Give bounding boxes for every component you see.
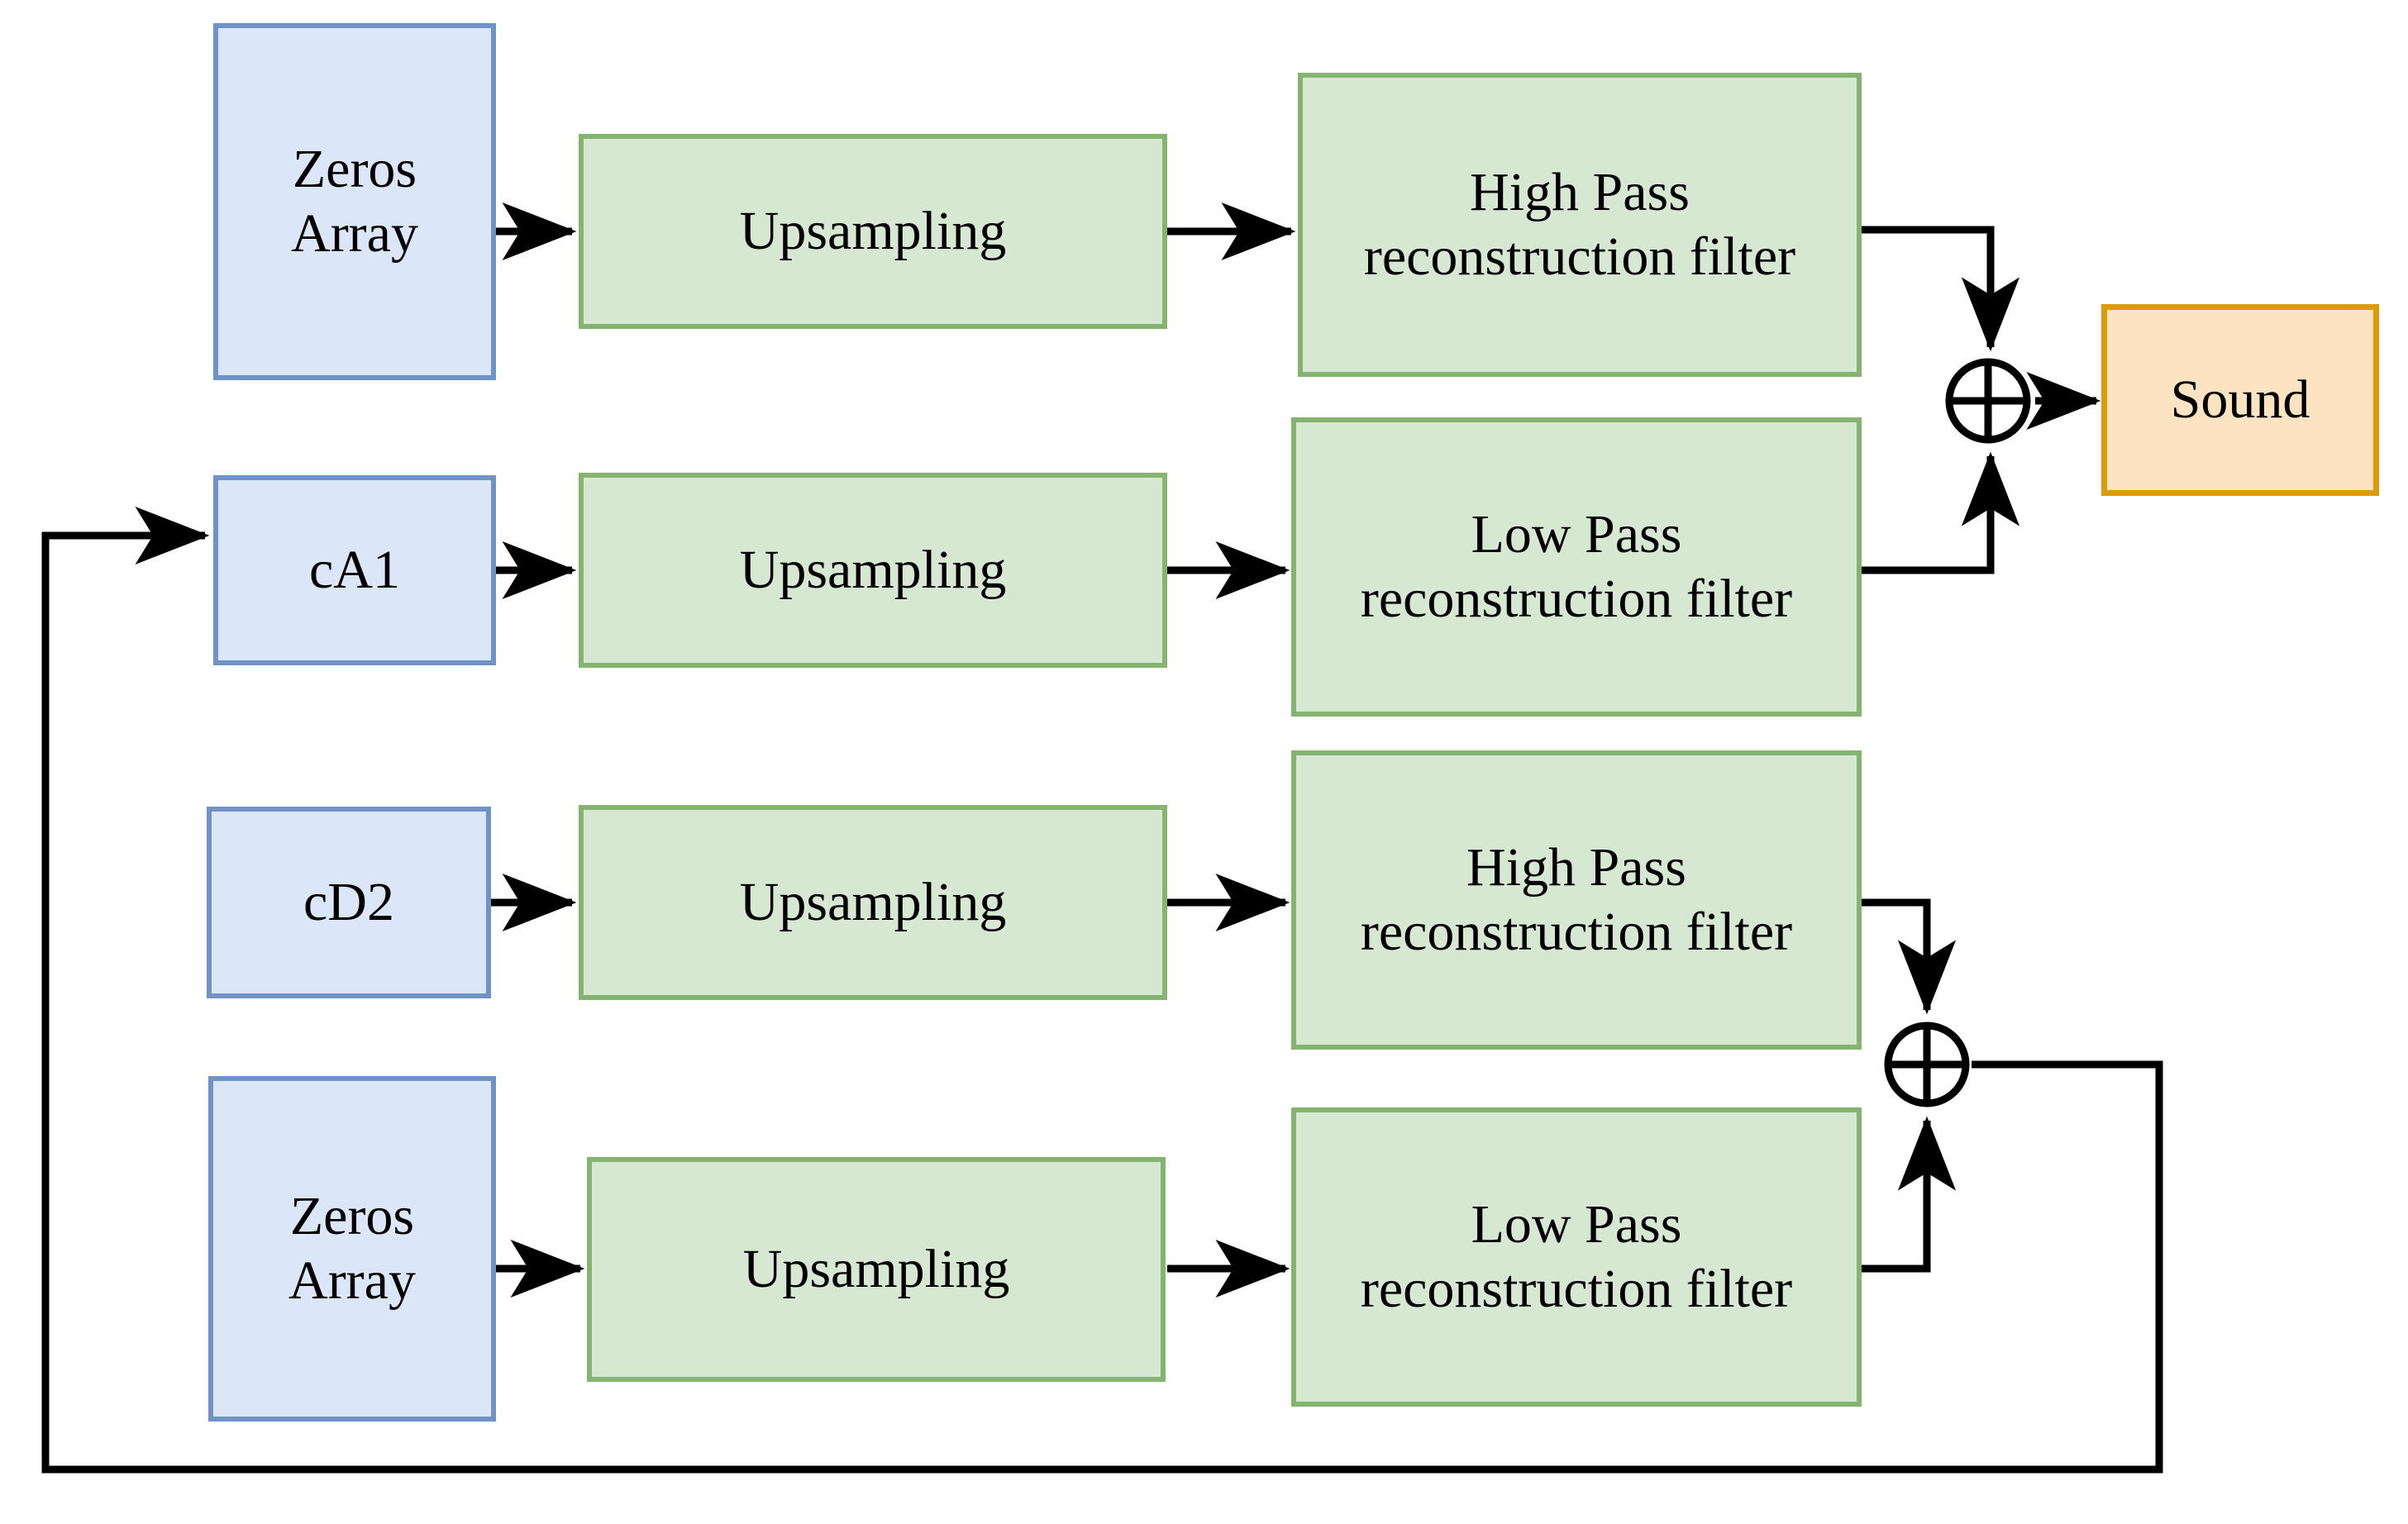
upsampling-block-row1[interactable]: Upsampling — [579, 134, 1167, 329]
wire-row1-filter-to-adder-top — [1862, 226, 2020, 352]
upsampling-block-row4-label: Upsampling — [742, 1239, 1010, 1300]
adder-top-symbol — [1945, 358, 2031, 444]
upsampling-block-row2-label: Upsampling — [739, 540, 1007, 601]
upsampling-block-row2[interactable]: Upsampling — [579, 473, 1167, 668]
upsampling-block-row1-label: Upsampling — [739, 201, 1007, 262]
source-block-row1[interactable]: Zeros Array — [213, 23, 496, 380]
source-block-row3-label: cD2 — [303, 872, 394, 933]
source-block-row3[interactable]: cD2 — [207, 807, 491, 998]
upsampling-block-row4[interactable]: Upsampling — [587, 1157, 1166, 1382]
output-block-sound-label: Sound — [2170, 369, 2310, 431]
upsampling-block-row3-label: Upsampling — [739, 872, 1007, 933]
filter-block-row1[interactable]: High Pass reconstruction filter — [1298, 73, 1862, 377]
source-block-row1-label: Zeros Array — [291, 139, 418, 264]
output-block-sound[interactable]: Sound — [2101, 304, 2379, 496]
wire-row2-filter-to-adder-top — [1862, 451, 2020, 574]
adder-bottom-symbol — [1884, 1022, 1970, 1107]
upsampling-block-row3[interactable]: Upsampling — [579, 805, 1167, 1000]
source-block-row2[interactable]: cA1 — [213, 475, 496, 665]
filter-block-row3-label: High Pass reconstruction filter — [1360, 837, 1793, 962]
source-block-row4-label: Zeros Array — [288, 1186, 416, 1311]
filter-block-row4[interactable]: Low Pass reconstruction filter — [1291, 1107, 1862, 1407]
source-block-row4[interactable]: Zeros Array — [208, 1076, 496, 1422]
wire-row4-filter-to-adder-bottom — [1862, 1116, 1957, 1273]
filter-block-row2-label: Low Pass reconstruction filter — [1360, 504, 1793, 629]
source-block-row2-label: cA1 — [309, 540, 400, 601]
filter-block-row1-label: High Pass reconstruction filter — [1363, 162, 1796, 287]
wire-row3-filter-to-adder-bottom — [1862, 898, 1957, 1015]
filter-block-row4-label: Low Pass reconstruction filter — [1360, 1194, 1793, 1319]
filter-block-row3[interactable]: High Pass reconstruction filter — [1291, 750, 1862, 1050]
filter-block-row2[interactable]: Low Pass reconstruction filter — [1291, 417, 1862, 717]
